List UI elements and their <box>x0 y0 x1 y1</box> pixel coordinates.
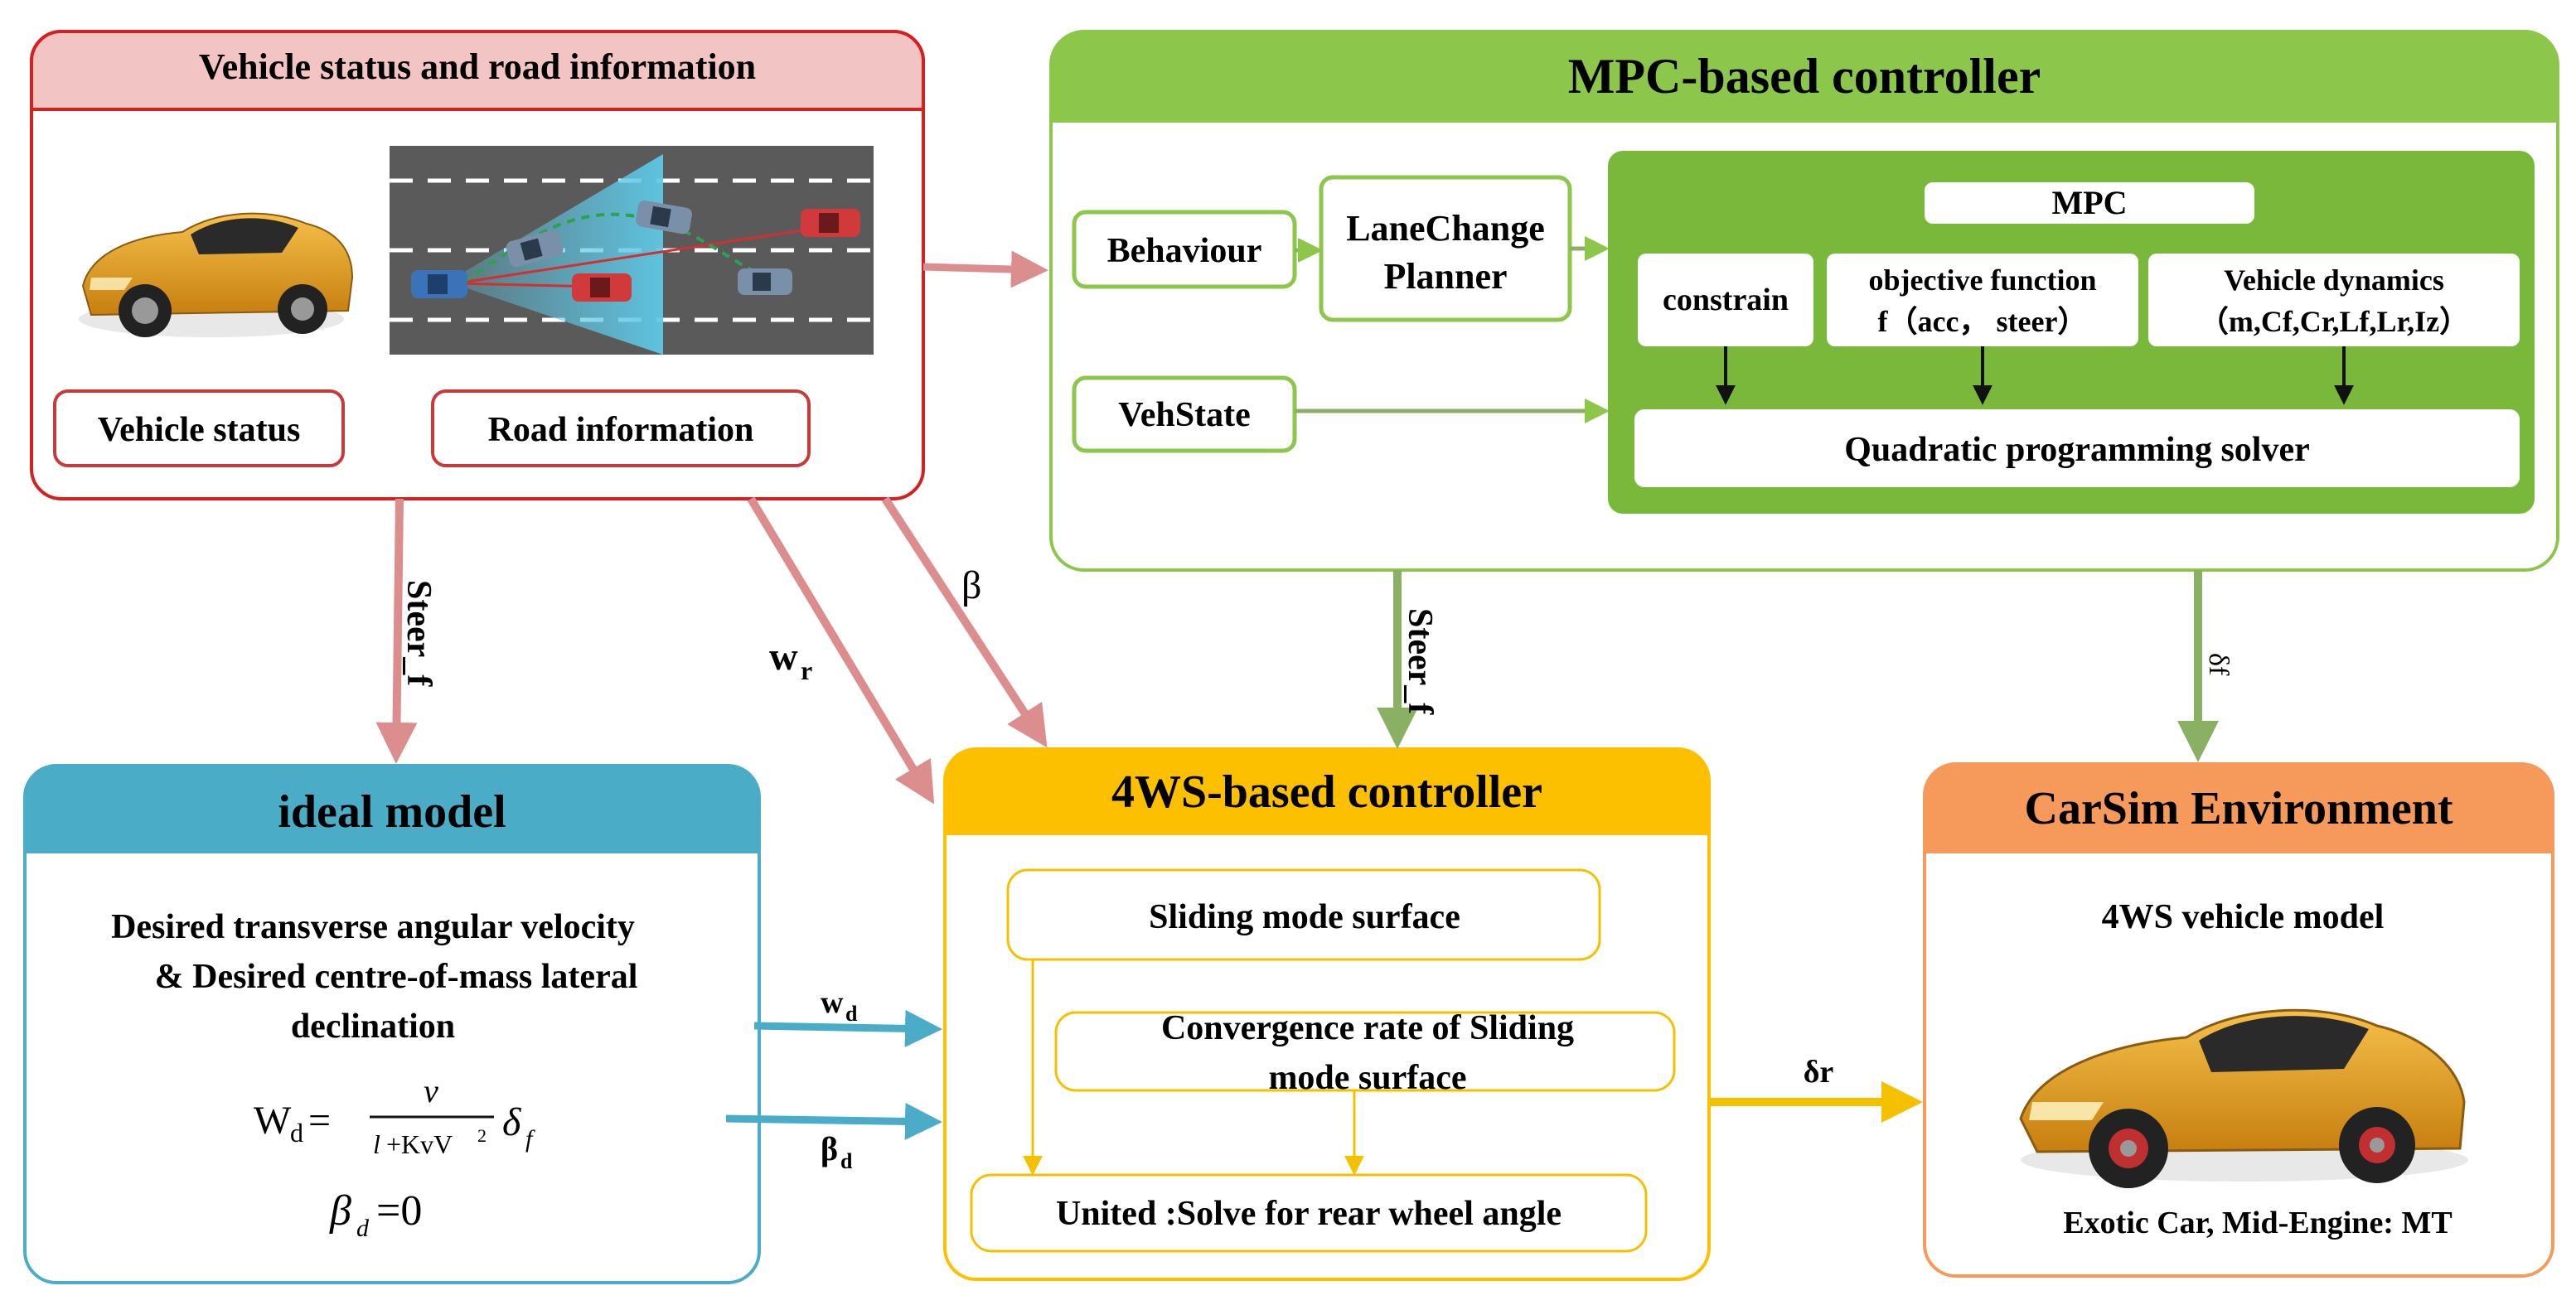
ideal-desc-line2: & Desired centre-of-mass lateral <box>155 958 638 996</box>
convergence-label-line1: Convergence rate of Sliding <box>1161 1009 1574 1047</box>
eq2-rhs: =0 <box>376 1187 422 1235</box>
wd-to-ws-arrow <box>753 1009 942 1047</box>
wd-label: w <box>821 985 844 1020</box>
carsim-car-caption: Exotic Car, Mid-Engine: MT <box>2063 1206 2452 1240</box>
ws-panel: 4WS-based controller Sliding mode surfac… <box>943 747 1711 1281</box>
objective-function-box <box>1827 254 2138 346</box>
eq1-den-sup: 2 <box>477 1125 487 1146</box>
constrain-box <box>1638 254 1813 346</box>
mpc-panel: MPC-based controller Behaviour LaneChang… <box>1049 30 2559 572</box>
carsim-model-label: 4WS vehicle model <box>2102 898 2385 936</box>
sliding-surface-label: Sliding mode surface <box>1149 898 1460 936</box>
ideal-desc-line1: Desired transverse angular velocity <box>111 908 635 946</box>
vehicle-status-label: Vehicle status <box>98 411 301 449</box>
steer-f-mid-label: Steer_f <box>1401 608 1439 715</box>
constrain-label: constrain <box>1663 283 1789 317</box>
steer-f-left-label: Steer_f <box>399 580 438 687</box>
wr-to-ws-arrow <box>747 496 935 805</box>
eq1-lhs-sub: d <box>290 1118 303 1148</box>
ideal-panel-title: ideal model <box>278 786 506 838</box>
lanechange-label-line2: Planner <box>1383 256 1507 297</box>
steer-f-to-ideal-arrow <box>375 498 418 764</box>
vehicle-to-mpc-arrow <box>922 250 1048 288</box>
vehicle-panel-header <box>30 30 925 111</box>
behaviour-label: Behaviour <box>1107 232 1262 270</box>
road-information-box <box>431 389 811 467</box>
road-car-red-1 <box>572 273 632 302</box>
vehicle-dynamics-box <box>2148 254 2520 346</box>
eq2-beta-sub: d <box>356 1215 370 1242</box>
wd-sub-label: d <box>845 1002 858 1026</box>
lanechange-planner-box <box>1319 175 1572 322</box>
ideal-equation-beta: β d =0 <box>329 1187 422 1242</box>
sports-car-icon <box>79 212 354 337</box>
road-car-red-2 <box>801 209 860 237</box>
beta-d-label: β <box>821 1130 838 1167</box>
sliding-surface-box <box>1006 868 1601 961</box>
beta-d-to-ws-arrow <box>725 1102 942 1140</box>
mpc-title: MPC <box>2051 184 2127 221</box>
beta-to-ws-arrow <box>881 496 1048 748</box>
mpc-title-box <box>1925 182 2254 224</box>
eq2-beta: β <box>329 1187 351 1235</box>
road-car-blue-2 <box>506 230 564 268</box>
convergence-label-line2: mode surface <box>1268 1059 1466 1097</box>
objective-label-line2: f（acc， steer） <box>1878 305 2088 338</box>
beta-label: β <box>961 563 981 607</box>
qp-solver-label: Quadratic programming solver <box>1844 431 2310 469</box>
road-scene-icon <box>390 146 874 355</box>
road-car-blue-1 <box>411 270 467 298</box>
dynamics-label-line2: （m,Cf,Cr,Lf,Lr,Iz） <box>2199 305 2469 338</box>
vehicle-panel: Vehicle status and road information <box>30 30 925 500</box>
ideal-desc-line3: declination <box>291 1008 455 1046</box>
sports-car-icon <box>2019 1008 2468 1188</box>
wr-label: w <box>769 635 798 679</box>
ws-panel-header <box>945 749 1709 835</box>
vehstate-box <box>1072 375 1297 453</box>
convergence-rate-box <box>1054 1011 1676 1092</box>
ideal-equation-wd: W d = ν l +KvV 2 δ f <box>254 1072 535 1159</box>
delta-r-label: δr <box>1804 1055 1834 1090</box>
delta-f-label: δf <box>2203 653 2234 676</box>
united-solve-box <box>970 1173 1648 1253</box>
ideal-panel-header <box>25 766 759 853</box>
mpc-panel-header <box>1051 31 2558 123</box>
ws-panel-title: 4WS-based controller <box>1111 766 1542 818</box>
road-information-label: Road information <box>488 411 754 449</box>
carsim-panel-header <box>1925 764 2553 853</box>
vehstate-label: VehState <box>1118 396 1250 434</box>
objective-label-line1: objective function <box>1869 263 2097 297</box>
eq1-lhs: W <box>254 1099 292 1143</box>
eq1-delta: δ <box>502 1100 521 1144</box>
ideal-model-panel: ideal model Desired transverse angular v… <box>23 764 761 1284</box>
vehicle-status-box <box>53 389 345 467</box>
road-car-blue-4 <box>738 268 792 295</box>
road-car-blue-3 <box>635 200 692 234</box>
qp-solver-box <box>1634 409 2520 487</box>
lanechange-label-line1: LaneChange <box>1346 208 1545 249</box>
eq1-numerator: ν <box>424 1072 438 1109</box>
vehicle-panel-title: Vehicle status and road information <box>199 46 756 87</box>
carsim-panel: CarSim Environment 4WS vehicle model Exo… <box>1923 762 2554 1278</box>
eq1-equals: = <box>308 1099 331 1143</box>
dynamics-label-line1: Vehicle dynamics <box>2224 263 2444 297</box>
eq1-den-mid: +KvV <box>386 1129 453 1159</box>
united-solve-label: United :Solve for rear wheel angle <box>1056 1195 1562 1233</box>
carsim-panel-title: CarSim Environment <box>2025 783 2453 834</box>
mpc-panel-title: MPC-based controller <box>1568 49 2041 104</box>
connectors: Steer_f w r β Steer_f δf w d β d δr <box>375 250 2234 1173</box>
beta-d-sub-label: d <box>840 1149 853 1173</box>
eq1-den-l: l <box>373 1129 380 1159</box>
wr-sub-label: r <box>801 655 812 685</box>
